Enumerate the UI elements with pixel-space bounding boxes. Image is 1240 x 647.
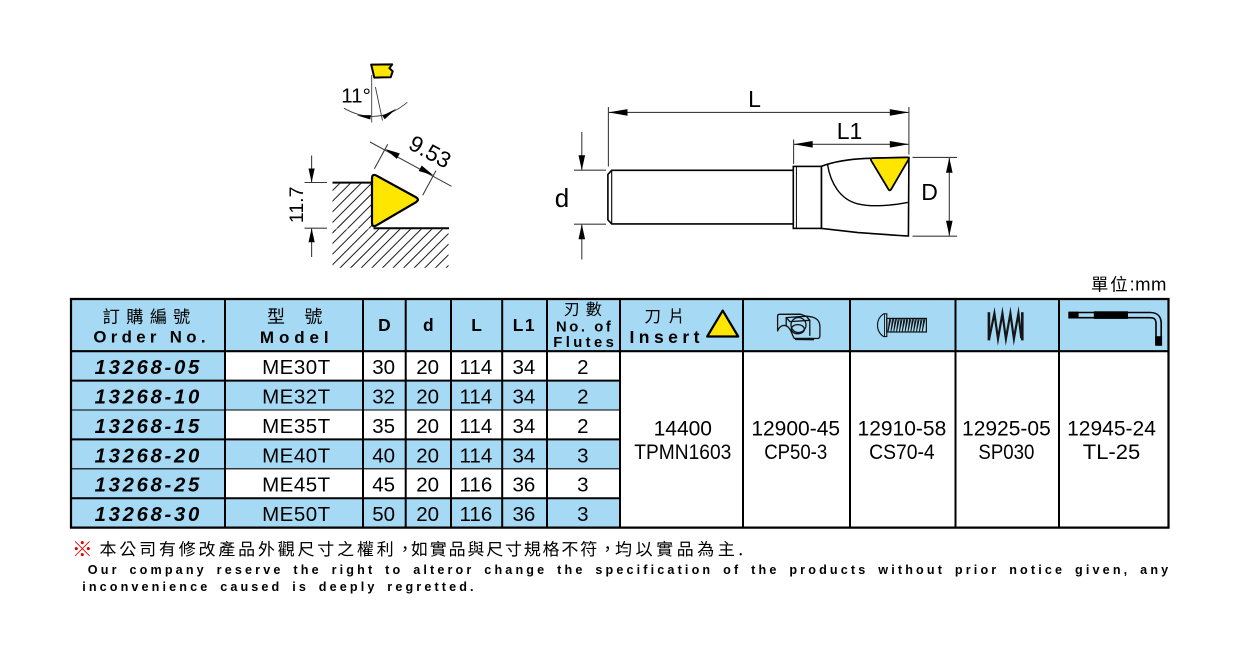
svg-text:TL-25: TL-25 bbox=[1083, 441, 1141, 464]
svg-text:2: 2 bbox=[577, 386, 588, 409]
svg-text:L: L bbox=[471, 315, 482, 335]
svg-text:3: 3 bbox=[577, 474, 588, 497]
svg-text::mm: :mm bbox=[1130, 274, 1167, 295]
svg-text:13268-05: 13268-05 bbox=[95, 357, 202, 379]
svg-text:CS70-4: CS70-4 bbox=[869, 441, 935, 464]
svg-text:L1: L1 bbox=[513, 315, 536, 335]
svg-text:40: 40 bbox=[372, 444, 395, 467]
svg-text:CP50-3: CP50-3 bbox=[764, 441, 827, 464]
svg-text:114: 114 bbox=[460, 356, 493, 379]
svg-text:20: 20 bbox=[416, 356, 439, 379]
svg-text:32: 32 bbox=[372, 386, 395, 409]
svg-text:34: 34 bbox=[512, 444, 535, 467]
svg-text:2: 2 bbox=[577, 356, 588, 379]
svg-text:SP030: SP030 bbox=[978, 441, 1034, 464]
svg-text:ME35T: ME35T bbox=[262, 415, 331, 438]
svg-text:36: 36 bbox=[512, 503, 535, 526]
svg-text:3: 3 bbox=[577, 444, 588, 467]
svg-text:34: 34 bbox=[512, 356, 535, 379]
svg-text:20: 20 bbox=[416, 474, 439, 497]
svg-text:ME32T: ME32T bbox=[262, 386, 331, 409]
svg-text:20: 20 bbox=[416, 503, 439, 526]
svg-text:Order No.: Order No. bbox=[93, 328, 210, 347]
svg-text:114: 114 bbox=[460, 415, 493, 438]
svg-text:12900-45: 12900-45 bbox=[751, 418, 840, 441]
svg-text:12945-24: 12945-24 bbox=[1067, 418, 1156, 441]
svg-text:13268-30: 13268-30 bbox=[95, 504, 202, 526]
svg-text:No. of: No. of bbox=[556, 320, 614, 336]
svg-text:d: d bbox=[555, 183, 569, 213]
svg-text:ME50T: ME50T bbox=[262, 503, 331, 526]
svg-text:20: 20 bbox=[416, 415, 439, 438]
svg-text:d: d bbox=[423, 315, 434, 335]
svg-text:ME40T: ME40T bbox=[262, 444, 331, 467]
svg-text:12925-05: 12925-05 bbox=[962, 418, 1051, 441]
svg-text:3: 3 bbox=[577, 503, 588, 526]
svg-text:34: 34 bbox=[512, 386, 535, 409]
svg-text:D: D bbox=[921, 179, 938, 205]
svg-text:34: 34 bbox=[512, 415, 535, 438]
svg-text:13268-20: 13268-20 bbox=[95, 445, 202, 467]
svg-text:45: 45 bbox=[372, 474, 395, 497]
svg-text:11.7: 11.7 bbox=[286, 187, 308, 224]
svg-text:35: 35 bbox=[372, 415, 395, 438]
svg-text:Model: Model bbox=[260, 328, 334, 347]
svg-text:116: 116 bbox=[460, 503, 493, 526]
svg-text:ME30T: ME30T bbox=[262, 356, 331, 379]
svg-text:50: 50 bbox=[372, 503, 395, 526]
svg-text:2: 2 bbox=[577, 415, 588, 438]
svg-text:13268-10: 13268-10 bbox=[95, 387, 202, 409]
svg-text:ME45T: ME45T bbox=[262, 474, 331, 497]
svg-text:13268-15: 13268-15 bbox=[95, 416, 202, 438]
svg-text:30: 30 bbox=[372, 356, 395, 379]
svg-text:D: D bbox=[378, 315, 391, 335]
svg-text:14400: 14400 bbox=[654, 418, 712, 441]
svg-text:114: 114 bbox=[460, 386, 493, 409]
svg-text:L1: L1 bbox=[837, 118, 863, 144]
svg-text:L: L bbox=[748, 86, 761, 112]
svg-text:114: 114 bbox=[460, 444, 493, 467]
svg-text:20: 20 bbox=[416, 444, 439, 467]
svg-text:11°: 11° bbox=[341, 85, 370, 108]
svg-text:13268-25: 13268-25 bbox=[95, 475, 202, 497]
svg-text:20: 20 bbox=[416, 386, 439, 409]
svg-text:36: 36 bbox=[512, 474, 535, 497]
svg-text:12910-58: 12910-58 bbox=[858, 418, 947, 441]
svg-text:Insert: Insert bbox=[630, 327, 704, 347]
svg-text:TPMN1603: TPMN1603 bbox=[634, 441, 731, 464]
svg-text:Flutes: Flutes bbox=[553, 335, 617, 351]
svg-text:116: 116 bbox=[460, 474, 493, 497]
